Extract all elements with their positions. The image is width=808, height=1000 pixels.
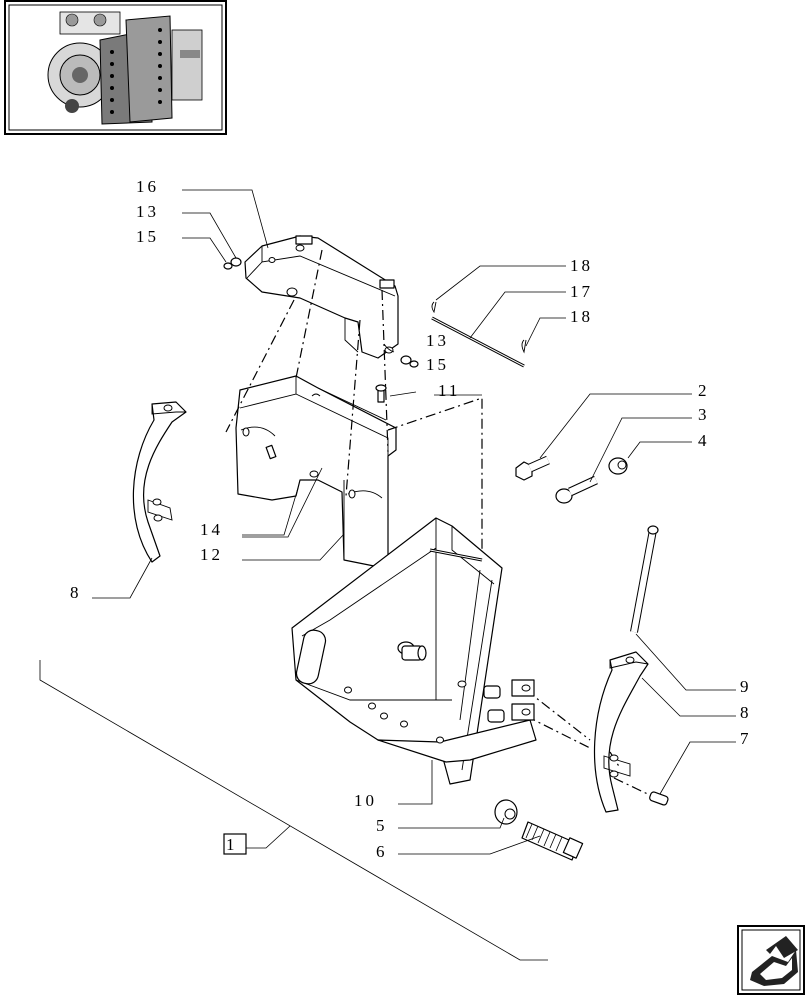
thumbnail-frame[interactable] <box>4 0 227 135</box>
next-page-arrow-icon[interactable] <box>737 925 805 995</box>
callout-15-lower: 15 <box>426 355 449 374</box>
leader-lines <box>39 189 736 961</box>
pin-7 <box>649 791 669 806</box>
callout-8-left: 8 <box>70 583 82 602</box>
washer-15-lower <box>409 360 419 368</box>
callout-16: 16 <box>136 177 159 196</box>
rod-17 <box>431 316 525 368</box>
callout-12: 12 <box>200 545 223 564</box>
callout-6: 6 <box>376 842 388 861</box>
rod-9 <box>630 525 659 633</box>
pin-14 <box>265 444 277 460</box>
callout-2: 2 <box>698 381 710 400</box>
hook-8-left <box>132 401 187 563</box>
callout-15-upper: 15 <box>136 227 159 246</box>
middle-bracket-part <box>235 375 397 567</box>
bolt-3 <box>555 475 598 504</box>
callout-1-box: 1 <box>223 833 247 855</box>
nut-5 <box>494 799 518 825</box>
main-bracket-10 <box>291 517 537 785</box>
callout-7: 7 <box>740 729 752 748</box>
callout-17: 17 <box>570 282 593 301</box>
bolt-6 <box>521 821 584 861</box>
split-pin-18-lower <box>521 339 527 354</box>
callout-4: 4 <box>698 431 710 450</box>
washer-15-upper <box>223 262 233 270</box>
hook-8-right <box>593 651 649 813</box>
callout-5: 5 <box>376 816 388 835</box>
split-pin-18-upper <box>431 301 437 314</box>
callout-1: 1 <box>226 835 238 854</box>
washer-13-upper <box>230 257 242 267</box>
callout-11: 11 <box>438 381 460 400</box>
callout-14: 14 <box>200 520 223 539</box>
washer-13-lower <box>400 355 412 365</box>
nut-4 <box>608 457 628 475</box>
callout-18-lower: 18 <box>570 307 593 326</box>
stud-bolt <box>397 641 427 661</box>
callout-18-upper: 18 <box>570 256 593 275</box>
callout-labels: 16 13 15 18 17 18 13 15 11 2 3 4 14 12 8… <box>70 177 752 861</box>
callout-10: 10 <box>354 791 377 810</box>
bolt-2 <box>515 455 550 481</box>
tractor-assembly-thumbnail-icon <box>47 11 203 125</box>
screw-11 <box>375 384 387 403</box>
callout-13-lower: 13 <box>426 331 449 350</box>
callout-3: 3 <box>698 405 710 424</box>
callout-9: 9 <box>740 677 752 696</box>
callout-13-upper: 13 <box>136 202 159 221</box>
callout-8-right: 8 <box>740 703 752 722</box>
assembly-lines <box>225 249 657 799</box>
